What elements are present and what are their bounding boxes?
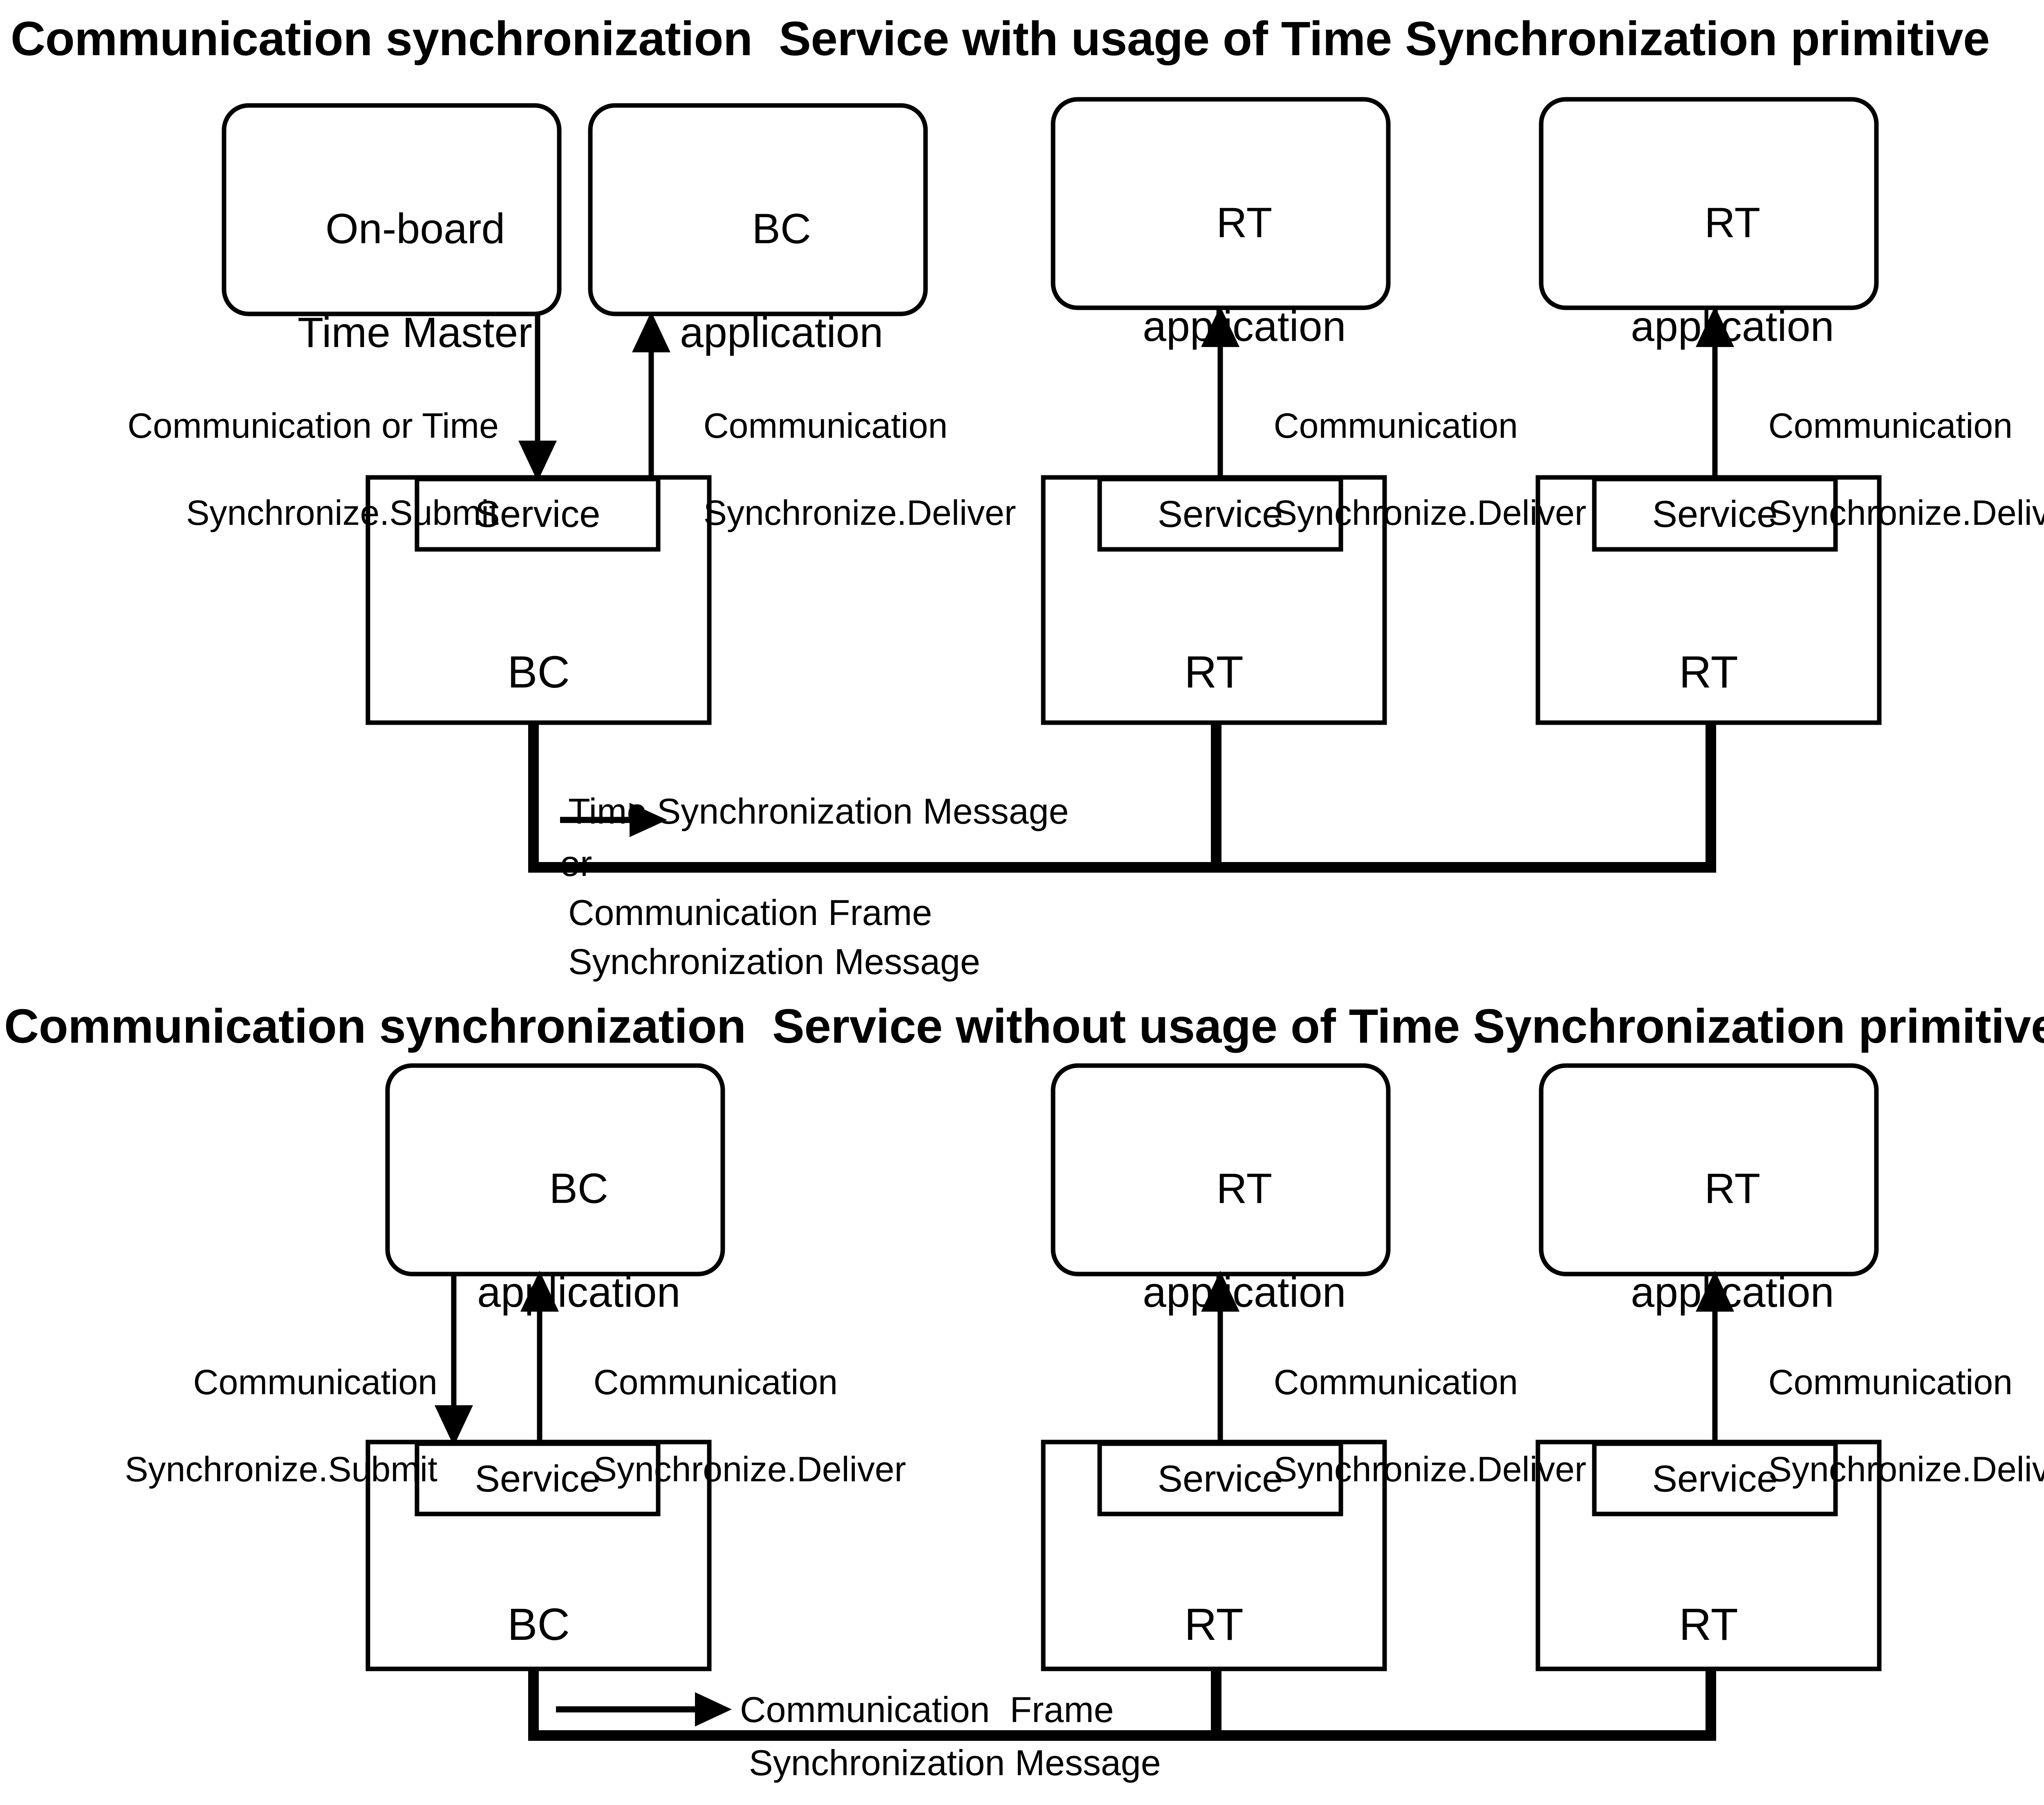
service-box-rt-3 bbox=[1097, 1441, 1343, 1516]
edge-label-line2: Synchronize.Submit bbox=[186, 493, 499, 533]
service-label-bc-2: Service bbox=[475, 1458, 601, 1500]
edge-label-line2: Synchronize.Deliver bbox=[703, 493, 1016, 533]
edge-label-line1: Communication bbox=[1768, 406, 2013, 446]
unit-label-rt-2: RT bbox=[1679, 647, 1738, 697]
app-label-bc-application-2: BC application bbox=[388, 1111, 723, 1370]
bus-label-time-sync-message: Time Synchronization Message bbox=[568, 791, 1069, 831]
edge-label-deliver-bc: Communication Synchronize.Deliver bbox=[664, 361, 1073, 578]
app-label-rt-application-3: RT application bbox=[1053, 1111, 1388, 1370]
edge-label-deliver-rt-1: Communication Synchronize.Deliver bbox=[1235, 361, 1643, 578]
edge-label-submit-2: Communication Synchronize.Submit bbox=[25, 1317, 437, 1535]
bus-label-sync-message-2: Synchronization Message bbox=[749, 1742, 1161, 1783]
arrow-deliver-rt-4-head bbox=[1696, 1271, 1734, 1312]
app-label-bc-application: BC application bbox=[590, 151, 926, 410]
app-label-line2: application bbox=[1143, 1268, 1346, 1316]
bus-label-or: or bbox=[560, 843, 592, 884]
app-label-line2: application bbox=[477, 1268, 681, 1316]
edge-label-line1: Communication bbox=[193, 1362, 437, 1402]
edge-label-line1: Communication bbox=[1273, 1362, 1518, 1402]
app-label-line2: application bbox=[1631, 302, 1834, 350]
app-label-line1: RT bbox=[1216, 1165, 1273, 1212]
bus-label-comm-frame-2: Communication Frame bbox=[740, 1689, 1114, 1730]
edge-label-line1: Communication bbox=[703, 406, 948, 446]
app-label-on-board-time-master: On-board Time Master bbox=[224, 151, 559, 410]
app-label-rt-application-2: RT application bbox=[1541, 145, 1876, 404]
edge-label-line2: Synchronize.Deliver bbox=[1273, 1449, 1587, 1489]
arrow-deliver-rt-2-head bbox=[1696, 306, 1734, 347]
service-label-bc: Service bbox=[475, 493, 601, 535]
arrow-deliver-bc-head-2 bbox=[520, 1271, 559, 1312]
arrow-submit-head-2 bbox=[435, 1405, 473, 1446]
service-label-rt-4: Service bbox=[1652, 1458, 1778, 1500]
app-label-rt-application-1: RT application bbox=[1053, 145, 1388, 404]
app-box-rt-application-4 bbox=[1539, 1063, 1879, 1276]
arrow-deliver-rt-3-head bbox=[1201, 1271, 1239, 1312]
edge-label-line1: Communication or Time bbox=[127, 406, 499, 446]
app-label-line1: BC bbox=[549, 1165, 609, 1212]
app-label-line1: RT bbox=[1216, 199, 1273, 246]
unit-label-bc: BC bbox=[507, 647, 570, 697]
app-label-rt-application-4: RT application bbox=[1541, 1111, 1876, 1370]
edge-label-deliver-bc-2: Communication Synchronize.Deliver bbox=[554, 1317, 963, 1535]
service-label-rt-2: Service bbox=[1652, 493, 1778, 535]
edge-label-deliver-rt-4: Communication Synchronize.Deliver bbox=[1729, 1317, 2044, 1535]
edge-label-line2: Synchronize.Deliver bbox=[1273, 493, 1587, 533]
unit-label-rt-3: RT bbox=[1184, 1599, 1244, 1650]
app-label-line1: On-board bbox=[325, 205, 505, 253]
app-label-line1: RT bbox=[1704, 1165, 1761, 1212]
app-label-line1: RT bbox=[1704, 199, 1761, 246]
section-title-without-time-sync: Communication synchronization Service wi… bbox=[4, 999, 2044, 1053]
edge-label-line2: Synchronize.Submit bbox=[125, 1449, 437, 1489]
service-box-rt-4 bbox=[1592, 1441, 1838, 1516]
service-label-rt-3: Service bbox=[1157, 1458, 1283, 1500]
unit-label-rt-1: RT bbox=[1184, 647, 1244, 697]
edge-label-line2: Synchronize.Deliver bbox=[1768, 1449, 2044, 1489]
edge-label-deliver-rt-3: Communication Synchronize.Deliver bbox=[1235, 1317, 1643, 1535]
edge-label-line1: Communication bbox=[1768, 1362, 2013, 1402]
unit-label-rt-4: RT bbox=[1679, 1599, 1738, 1650]
edge-label-line1: Communication bbox=[593, 1362, 838, 1402]
edge-label-line1: Communication bbox=[1273, 406, 1518, 446]
service-box-rt-2 bbox=[1592, 477, 1838, 552]
app-box-bc-application bbox=[588, 103, 928, 316]
service-label-rt-1: Service bbox=[1157, 493, 1283, 535]
unit-label-bc-2: BC bbox=[507, 1599, 570, 1650]
edge-label-line2: Synchronize.Deliver bbox=[593, 1449, 906, 1489]
arrow-deliver-rt-1-head bbox=[1201, 306, 1239, 347]
app-box-bc-application-2 bbox=[385, 1063, 725, 1276]
bus-label-sync-message: Synchronization Message bbox=[568, 941, 980, 982]
app-label-line2: application bbox=[1631, 1268, 1834, 1316]
app-label-line2: application bbox=[680, 309, 883, 356]
app-label-line1: BC bbox=[752, 205, 811, 253]
edge-label-submit: Communication or Time Synchronize.Submit bbox=[25, 361, 499, 578]
bus-msg-arrow-head-top bbox=[630, 803, 667, 837]
edge-label-line2: Synchronize.Deliver bbox=[1768, 493, 2044, 533]
app-box-rt-application-2 bbox=[1539, 97, 1879, 310]
service-box-rt-1 bbox=[1097, 477, 1343, 552]
bus-msg-arrow-head-bottom bbox=[695, 1692, 732, 1727]
bus-label-comm-frame: Communication Frame bbox=[568, 892, 932, 933]
edge-label-deliver-rt-2: Communication Synchronize.Deliver bbox=[1729, 361, 2044, 578]
app-label-line2: application bbox=[1143, 302, 1346, 350]
app-box-on-board-time-master bbox=[222, 103, 562, 316]
app-label-line2: Time Master bbox=[297, 309, 532, 356]
arrow-deliver-bc-head bbox=[632, 311, 670, 352]
section-title-with-time-sync: Communication synchronization Service wi… bbox=[11, 12, 1990, 66]
arrow-submit-head bbox=[518, 441, 557, 481]
